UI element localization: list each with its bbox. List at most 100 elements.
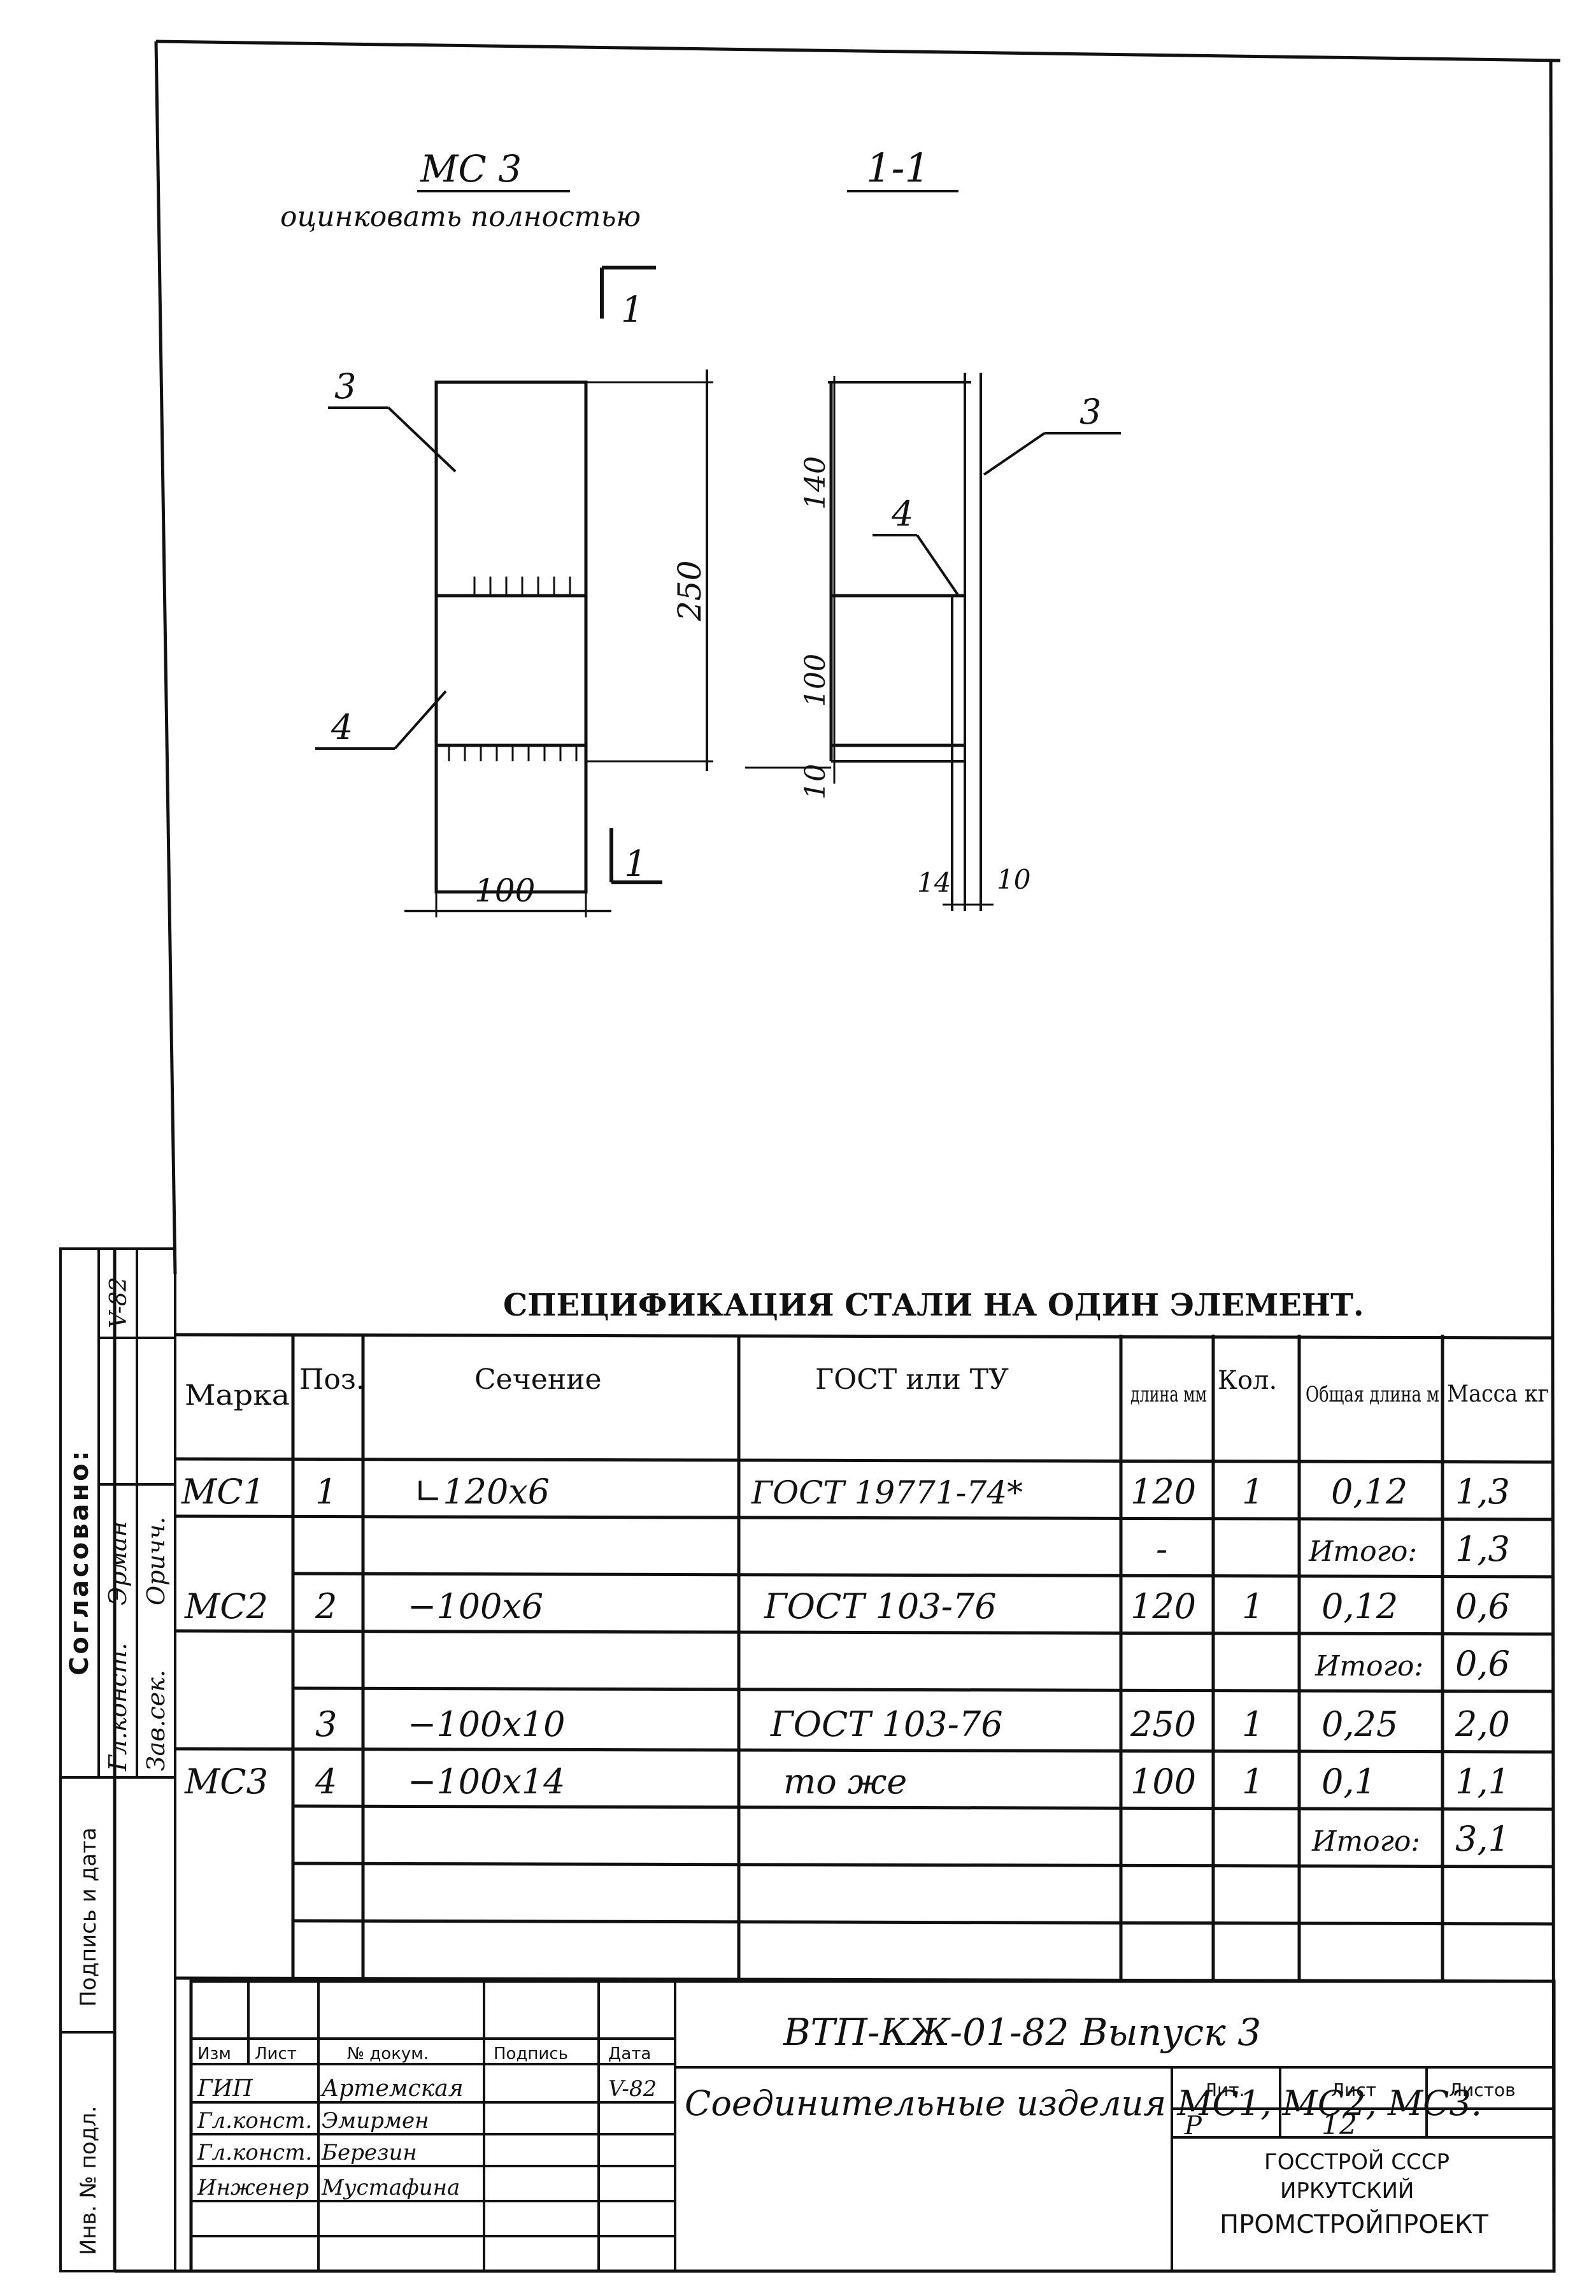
inv-no-label: Инв. № подл. [76, 2106, 101, 2255]
dim-10-thick: 10 [997, 864, 1030, 895]
spec-headers: Марка Поз. Сечение ГОСТ или ТУ длина мм … [185, 1363, 1549, 1412]
row5-length: 100 [1130, 1761, 1196, 1802]
weld-symbols [448, 577, 578, 761]
col-date: Дата [608, 2044, 651, 2063]
row0-mass: 1,3 [1455, 1472, 1510, 1512]
person1-role: ГИП [197, 2076, 253, 2102]
row5-section: −100х14 [408, 1761, 565, 1802]
section-mark-bottom: 1 [624, 843, 647, 885]
col-doc-no: № докум. [347, 2044, 429, 2063]
row2-length: 120 [1130, 1586, 1196, 1626]
row2-mass: 0,6 [1455, 1586, 1510, 1626]
dim-100: 100 [799, 654, 832, 707]
row2-qty: 1 [1242, 1586, 1264, 1626]
person4-name: Мустафина [321, 2175, 460, 2200]
title-block-grid [189, 1979, 1556, 2273]
header-mass: Масса кг [1447, 1381, 1549, 1407]
row2-gost: ГОСТ 103-76 [764, 1586, 997, 1626]
header-qty: Кол. [1218, 1366, 1277, 1395]
row1-mass: 1,3 [1455, 1529, 1510, 1569]
row0-qty: 1 [1242, 1472, 1264, 1512]
row6-total: Итого: [1311, 1825, 1420, 1858]
agreed-role-2: Зав.сек. [142, 1670, 170, 1771]
header-section: Сечение [474, 1363, 602, 1396]
row4-gost: ГОСТ 103-76 [770, 1704, 1003, 1744]
section-title: 1-1 [866, 145, 930, 191]
row5-qty: 1 [1242, 1761, 1264, 1802]
dim-140: 140 [799, 456, 832, 510]
spec-title: СПЕЦИФИКАЦИЯ СТАЛИ НА ОДИН ЭЛЕМЕНТ. [503, 1288, 1364, 1323]
sheets-label: Листов [1449, 2079, 1516, 2100]
col-list: Лист [255, 2044, 297, 2063]
sheet-value: 12 [1322, 2109, 1357, 2141]
row5-mark: МС3 [184, 1761, 268, 1802]
row0-gost: ГОСТ 19771-74* [751, 1474, 1023, 1511]
doc-name: Соединительные изделия МС1, МС2, МС3. [685, 2083, 1482, 2123]
mark-title: МС 3 [420, 147, 522, 190]
sheet-label: Лист [1331, 2079, 1376, 2100]
section-position-3: 3 [1079, 392, 1101, 432]
row6-mass: 3,1 [1455, 1819, 1510, 1859]
row0-total: 0,12 [1331, 1472, 1407, 1512]
person2-name: Эмирмен [322, 2108, 429, 2134]
row0-pos: 1 [315, 1472, 337, 1512]
galvanize-note: оцинковать полностью [280, 201, 641, 233]
row4-mass: 2,0 [1455, 1704, 1510, 1744]
col-izm: Изм [197, 2044, 231, 2063]
header-mark: Марка [185, 1379, 290, 1412]
position-3-label: 3 [334, 366, 356, 406]
row5-mass: 1,1 [1455, 1761, 1510, 1802]
title-block-text: ВТП-КЖ-01-82 Выпуск 3 Изм Лист № докум. … [197, 2011, 1516, 2239]
side-stamp [59, 1247, 176, 2272]
header-pos: Поз. [299, 1363, 365, 1396]
org-line2: ИРКУТСКИЙ [1280, 2178, 1414, 2204]
agreed-role-1: Гл.конст. [104, 1643, 132, 1772]
header-length: длина мм [1130, 1382, 1207, 1407]
dim-height-250: 250 [671, 561, 708, 622]
row4-length: 250 [1130, 1704, 1196, 1744]
dim-14: 14 [917, 867, 951, 898]
row1-total: Итого: [1308, 1535, 1417, 1568]
row0-mark: МС1 [181, 1472, 265, 1512]
org-line3: ПРОМСТРОЙПРОЕКТ [1220, 2209, 1488, 2239]
section-cut-marks [600, 266, 662, 884]
row2-mark: МС2 [184, 1586, 268, 1626]
row0-section: ∟120х6 [414, 1472, 550, 1512]
doc-name-text: Соединительные изделия МС1, МС2, МС3. [685, 2083, 1482, 2123]
row3-mass: 0,6 [1455, 1644, 1510, 1684]
row2-pos: 2 [315, 1586, 337, 1626]
row4-qty: 1 [1242, 1704, 1264, 1744]
row4-pos: 3 [315, 1704, 337, 1744]
row4-section: −100х10 [408, 1704, 565, 1744]
doc-code: ВТП-КЖ-01-82 Выпуск 3 [783, 2011, 1261, 2054]
row2-total: 0,12 [1322, 1586, 1398, 1626]
dim-width-100: 100 [474, 872, 535, 909]
header-gost: ГОСТ или ТУ [815, 1363, 1009, 1396]
agreed-label: Согласовано: [65, 1448, 94, 1675]
row3-total: Итого: [1315, 1650, 1423, 1683]
drawing-header-labels: МС 3 оцинковать полностью 1-1 [280, 145, 958, 233]
position-4-label: 4 [331, 707, 353, 747]
dim-10: 10 [799, 764, 832, 800]
row1-length: - [1156, 1529, 1167, 1569]
person1-date: V-82 [608, 2076, 657, 2102]
agreed-date: V-82 [106, 1277, 132, 1328]
row0-length: 120 [1130, 1472, 1196, 1512]
person1-name: Артемская [320, 2076, 464, 2102]
front-view [315, 370, 713, 917]
row4-total: 0,25 [1322, 1704, 1398, 1744]
person2-role: Гл.конст. [197, 2108, 312, 2134]
row5-gost: то же [783, 1761, 907, 1802]
agreed-name-2: Оричч. [142, 1517, 170, 1605]
section-position-4: 4 [891, 494, 913, 534]
person3-role: Гл.конст. [197, 2140, 312, 2165]
row5-total: 0,1 [1322, 1761, 1376, 1802]
sign-date-label: Подпись и дата [76, 1827, 101, 2007]
section-view [745, 373, 1121, 911]
person4-role: Инженер [197, 2175, 309, 2200]
person3-name: Березин [321, 2140, 417, 2165]
col-signature: Подпись [494, 2044, 568, 2063]
sheet-frame [113, 39, 1561, 2273]
header-total-length: Общая длина м [1306, 1382, 1439, 1407]
